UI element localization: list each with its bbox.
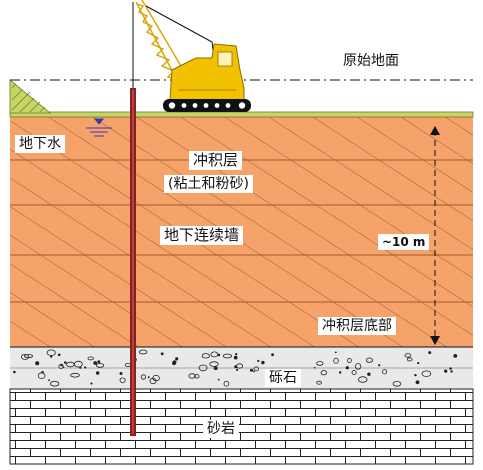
gravel-pebble bbox=[97, 360, 101, 364]
gravel-pebble bbox=[84, 366, 87, 369]
gravel-pebble bbox=[23, 354, 33, 359]
sandstone-layer bbox=[10, 389, 473, 464]
gravel-pebble bbox=[50, 380, 60, 387]
gravel-pebble bbox=[316, 380, 322, 385]
gravel-pebble bbox=[421, 370, 432, 377]
embankment bbox=[9, 79, 52, 114]
gravel-pebble bbox=[404, 353, 412, 358]
gravel-pebble bbox=[41, 371, 44, 374]
original-ground-label: 原始地面 bbox=[343, 53, 399, 69]
gravel-pebble bbox=[358, 376, 368, 383]
alluvium-label: 冲积层 bbox=[189, 151, 243, 170]
gravel-pebble bbox=[147, 376, 150, 379]
gravel-label: 砾石 bbox=[265, 369, 301, 387]
gravel-pebble bbox=[217, 378, 220, 381]
gravel-pebble bbox=[406, 357, 413, 362]
gravel-pebble bbox=[261, 360, 265, 365]
gravel-pebble bbox=[354, 363, 362, 370]
diaphragm-wall-label: 地下连续墙 bbox=[160, 226, 244, 245]
gravel-pebble bbox=[213, 366, 218, 371]
gravel-pebble bbox=[415, 380, 420, 385]
gravel-pebble bbox=[152, 374, 160, 382]
gravel-pebble bbox=[96, 363, 105, 368]
gravel-pebble bbox=[175, 357, 179, 361]
gravel-pebble bbox=[236, 368, 239, 371]
gravel-pebble bbox=[198, 364, 208, 372]
gravel-pebble bbox=[209, 361, 219, 367]
ground-surface bbox=[9, 111, 474, 118]
gravel-pebble bbox=[64, 361, 67, 364]
gravel-pebble bbox=[119, 377, 126, 384]
gravel-pebble bbox=[339, 371, 342, 374]
gravel-pebble bbox=[87, 356, 94, 361]
gravel-pebble bbox=[35, 361, 40, 366]
gravel-pebble bbox=[188, 373, 196, 379]
depth-label: ~10 m bbox=[378, 234, 430, 250]
gravel-pebble bbox=[444, 369, 448, 373]
gravel-pebble bbox=[119, 372, 123, 375]
gravel-pebble bbox=[378, 364, 381, 367]
gravel-pebble bbox=[333, 357, 339, 364]
dimension-arrow-icon bbox=[428, 126, 443, 348]
gravel-pebble bbox=[253, 370, 255, 373]
gravel-pebble bbox=[138, 349, 148, 355]
gravel-pebble bbox=[210, 351, 219, 358]
gravel-pebble bbox=[223, 380, 230, 387]
gravel-pebble bbox=[453, 354, 458, 358]
gravel-pebble bbox=[20, 353, 30, 360]
gravel-pebble bbox=[253, 366, 259, 372]
gravel-pebble bbox=[392, 380, 402, 387]
gravel-pebble bbox=[90, 382, 93, 385]
gravel-pebble bbox=[13, 370, 16, 374]
gravel-pebble bbox=[417, 361, 420, 365]
water-level-icon bbox=[86, 118, 112, 137]
gravel-pebble bbox=[313, 366, 316, 369]
gravel-pebble bbox=[449, 367, 452, 370]
gravel-pebble bbox=[346, 358, 352, 363]
gravel-pebble bbox=[334, 351, 337, 354]
gravel-pebble bbox=[414, 373, 417, 377]
gravel-pebble bbox=[140, 374, 146, 380]
gravel-pebble bbox=[160, 352, 164, 356]
gravel-pebble bbox=[234, 365, 238, 369]
gravel-pebble bbox=[57, 353, 61, 357]
alluvium-bottom-label: 冲积层底部 bbox=[318, 317, 396, 335]
gravel-pebble bbox=[217, 353, 221, 357]
gravel-pebble bbox=[316, 361, 324, 366]
gravel-pebble bbox=[74, 360, 83, 368]
alluvium-detail-label: (粘土和粉砂) bbox=[164, 175, 253, 193]
gravel-pebble bbox=[271, 353, 274, 357]
gravel-pebble bbox=[235, 353, 238, 356]
gravel-pebble bbox=[320, 370, 327, 376]
gravel-pebble bbox=[233, 355, 238, 360]
gravel-pebble bbox=[93, 361, 98, 365]
gravel-pebble bbox=[250, 368, 253, 372]
groundwater-label: 地下水 bbox=[15, 135, 65, 153]
gravel-pebble bbox=[365, 357, 373, 363]
gravel-pebble bbox=[345, 366, 349, 370]
gravel-pebble bbox=[382, 369, 388, 375]
crawler-crane-icon bbox=[132, 0, 251, 112]
gravel-pebble bbox=[222, 353, 232, 359]
gravel-pebble bbox=[48, 379, 50, 382]
gravel-pebble bbox=[351, 370, 357, 375]
gravel-pebble bbox=[450, 370, 453, 373]
gravel-pebble bbox=[201, 353, 210, 359]
gravel-pebbles bbox=[13, 349, 458, 387]
gravel-pebble bbox=[257, 359, 260, 362]
gravel-pebble bbox=[96, 371, 100, 375]
gravel-pebble bbox=[428, 351, 432, 355]
gravel-pebble bbox=[194, 374, 200, 379]
gravel-pebble bbox=[172, 360, 177, 365]
gravel-pebble bbox=[50, 355, 53, 358]
gravel-pebble bbox=[58, 363, 64, 369]
sandstone-label: 砂岩 bbox=[203, 420, 239, 438]
gravel-pebble bbox=[70, 372, 80, 378]
gravel-pebble bbox=[367, 372, 371, 376]
